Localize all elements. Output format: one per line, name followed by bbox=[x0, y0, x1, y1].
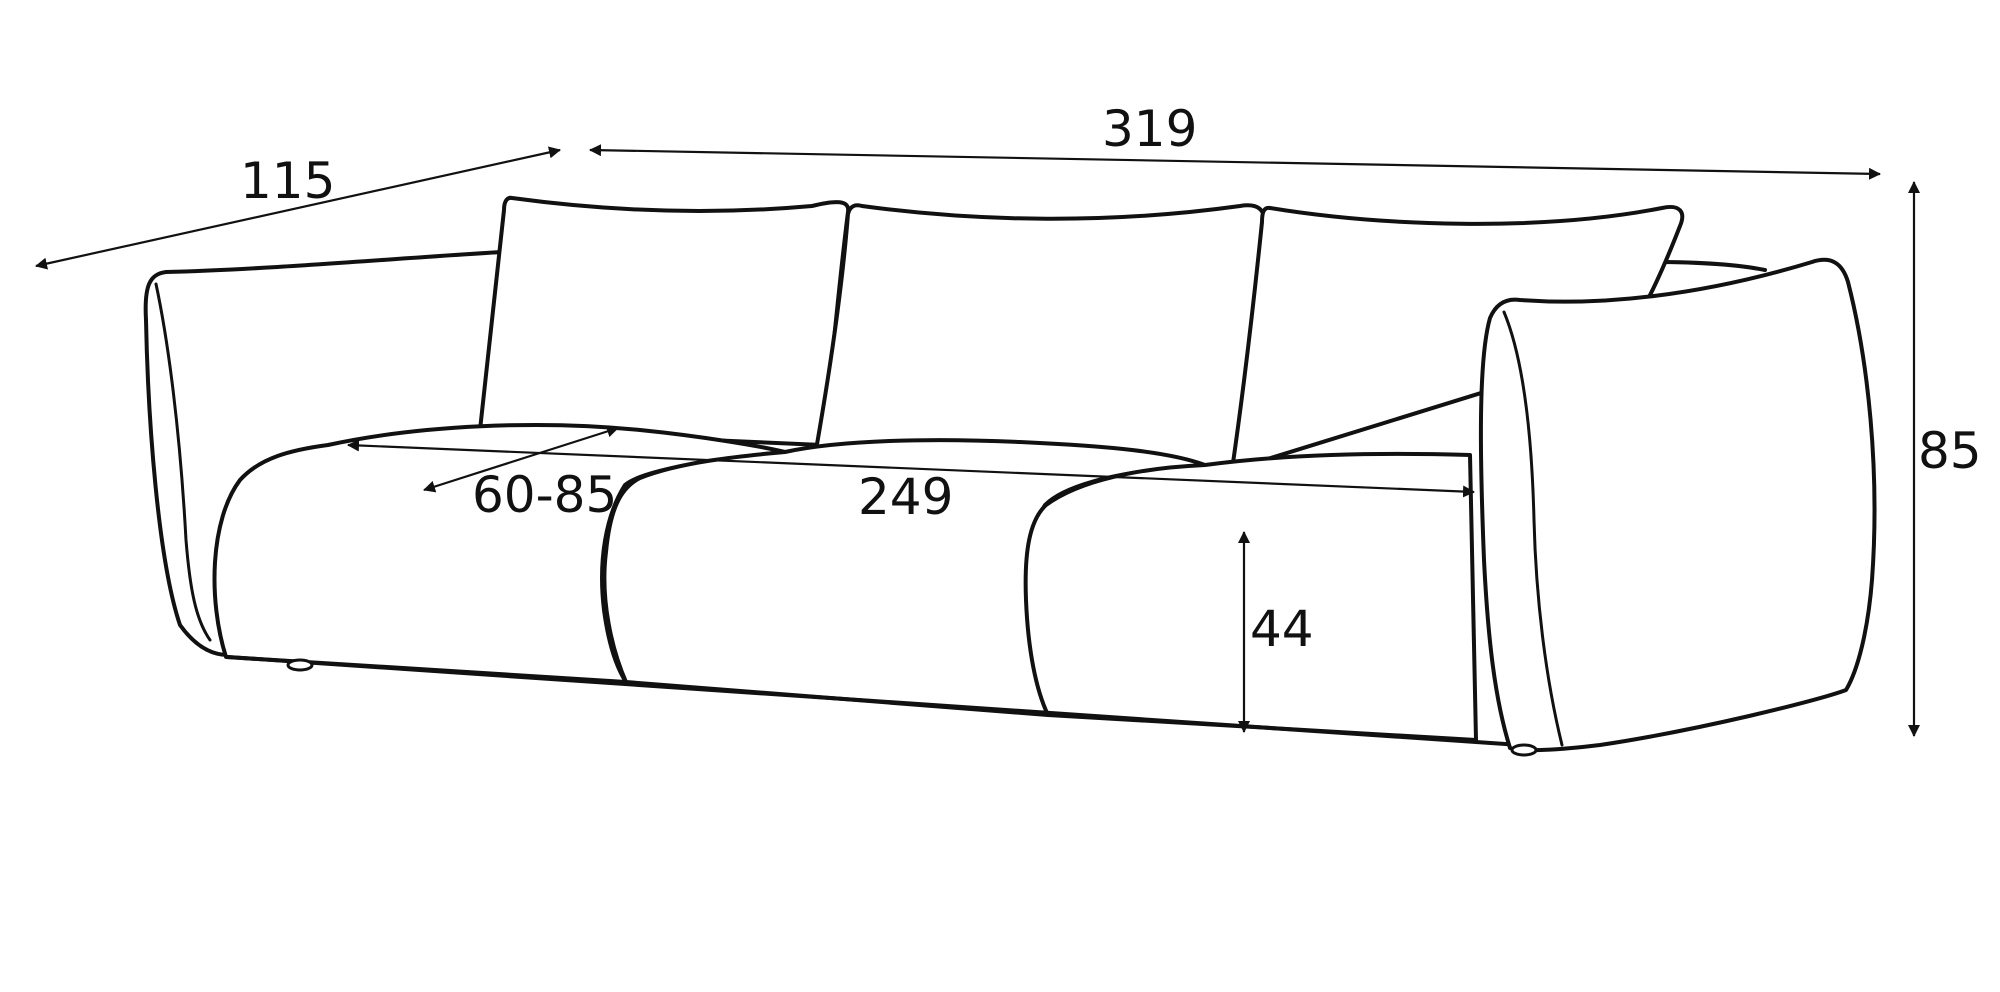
back-pillow-right bbox=[1230, 205, 1685, 472]
seat-width-label: 249 bbox=[858, 468, 953, 526]
seat-cushion-right bbox=[1023, 451, 1478, 742]
back-pillow-middle bbox=[814, 203, 1267, 472]
width-label: 319 bbox=[1102, 100, 1197, 158]
width-dimension-line bbox=[589, 144, 1881, 180]
dimension-labels: 115 319 85 249 60-85 44 bbox=[240, 100, 1982, 658]
dimension-lines bbox=[35, 144, 1920, 737]
foot-left bbox=[286, 658, 314, 672]
depth-dimension-line bbox=[35, 146, 561, 270]
seat-depth-dimension-line bbox=[423, 425, 619, 493]
seat-cushions bbox=[212, 423, 1478, 742]
seat-height-label: 44 bbox=[1250, 600, 1314, 658]
right-armrest bbox=[1478, 257, 1877, 753]
seat-depth-label: 60-85 bbox=[472, 466, 617, 524]
height-label: 85 bbox=[1918, 422, 1982, 480]
depth-label: 115 bbox=[240, 152, 335, 210]
foot-right bbox=[1510, 743, 1538, 757]
back-pillow-left bbox=[478, 195, 851, 447]
sofa-illustration bbox=[143, 195, 1877, 757]
sofa-base-bottom-line bbox=[226, 655, 1522, 747]
